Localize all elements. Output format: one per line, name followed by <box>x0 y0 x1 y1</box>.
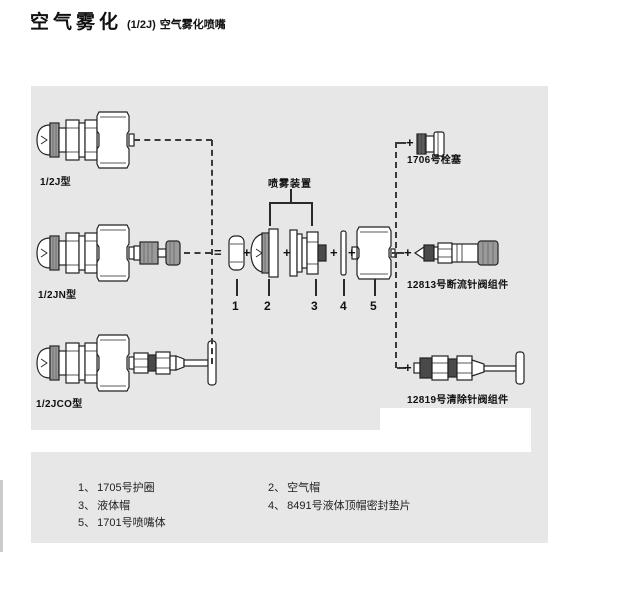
part-leader-line <box>343 279 345 296</box>
legend-panel <box>31 452 548 543</box>
part-number-3: 3 <box>311 299 318 313</box>
nozzle-12jco-drawing <box>36 334 217 392</box>
page-title: 空气雾化 <box>30 12 123 33</box>
part-leader-line <box>374 279 376 296</box>
part-leader-line <box>236 279 238 296</box>
legend-item-4: 4、8491号液体顶帽密封垫片 <box>268 497 411 513</box>
legend-item-4-number: 4、 <box>268 500 286 512</box>
legend-item-1-number: 1、 <box>78 482 96 494</box>
legend-item-2: 2、空气帽 <box>268 479 320 495</box>
plus-sign: + <box>404 360 412 375</box>
panel-white-notch <box>31 430 380 452</box>
plus-sign: + <box>348 245 356 260</box>
assembly-bracket <box>269 202 313 226</box>
part-number-1: 1 <box>232 299 239 313</box>
legend-item-2-number: 2、 <box>268 482 286 494</box>
plus-sign: + <box>283 245 291 260</box>
legend-item-5-label: 1701号喷嘴体 <box>97 517 166 529</box>
page-title-variant: (1/2J) <box>127 19 156 31</box>
part-leader-line <box>315 279 317 296</box>
assembly-bracket-stem <box>290 189 292 203</box>
dashed-connector-vertical-left <box>211 140 213 364</box>
page-subtitle: 空气雾化喷嘴 <box>159 19 226 31</box>
nozzle-12j-label: 1/2J型 <box>40 177 71 188</box>
legend-item-4-label: 8491号液体顶帽密封垫片 <box>287 500 411 512</box>
dashed-connector-n1 <box>134 139 212 141</box>
nozzle-12jn-label: 1/2JN型 <box>38 290 77 301</box>
plug-drawing <box>416 131 445 157</box>
legend-item-3-number: 3、 <box>78 500 96 512</box>
exploded-parts-drawing <box>228 226 396 280</box>
legend-item-5: 5、1701号喷嘴体 <box>78 514 166 530</box>
nozzle-12jn-drawing <box>36 224 181 282</box>
shutoff-needle-valve-label: 12813号断流针阀组件 <box>407 280 509 291</box>
part-number-4: 4 <box>340 299 347 313</box>
dashed-connector-vertical-right <box>395 142 397 368</box>
assembly-label: 喷雾装置 <box>268 179 312 190</box>
cleanout-needle-valve-label: 12819号清除针阀组件 <box>407 395 509 406</box>
cleanout-needle-valve-drawing <box>413 351 525 385</box>
dashed-connector-n2 <box>184 252 211 254</box>
equals-sign: = <box>214 245 222 260</box>
legend-item-2-label: 空气帽 <box>287 482 321 494</box>
plus-sign: + <box>406 135 414 150</box>
part-leader-line <box>268 279 270 296</box>
legend-item-3-label: 液体帽 <box>97 500 131 512</box>
panel-white-notch <box>380 408 531 452</box>
plus-sign: + <box>330 245 338 260</box>
legend-item-1: 1、1705号护圈 <box>78 479 155 495</box>
part-number-5: 5 <box>370 299 377 313</box>
dashed-connector-acc1 <box>397 142 406 144</box>
legend-item-1-label: 1705号护圈 <box>97 482 155 494</box>
legend-item-5-number: 5、 <box>78 517 96 529</box>
plus-sign: + <box>404 245 412 260</box>
page-edge-bar <box>0 480 3 552</box>
shutoff-needle-valve-drawing <box>413 240 499 266</box>
plus-sign: + <box>243 245 251 260</box>
nozzle-12jco-label: 1/2JCO型 <box>36 399 83 410</box>
page-header: 空气雾化 (1/2J)空气雾化喷嘴 <box>30 7 226 34</box>
legend-item-3: 3、液体帽 <box>78 497 130 513</box>
part-number-2: 2 <box>264 299 271 313</box>
plug-label: 1706号栓塞 <box>407 155 462 166</box>
dashed-connector-parts-out <box>392 252 404 254</box>
nozzle-12j-drawing <box>36 111 135 169</box>
dashed-connector-acc3 <box>397 367 406 369</box>
